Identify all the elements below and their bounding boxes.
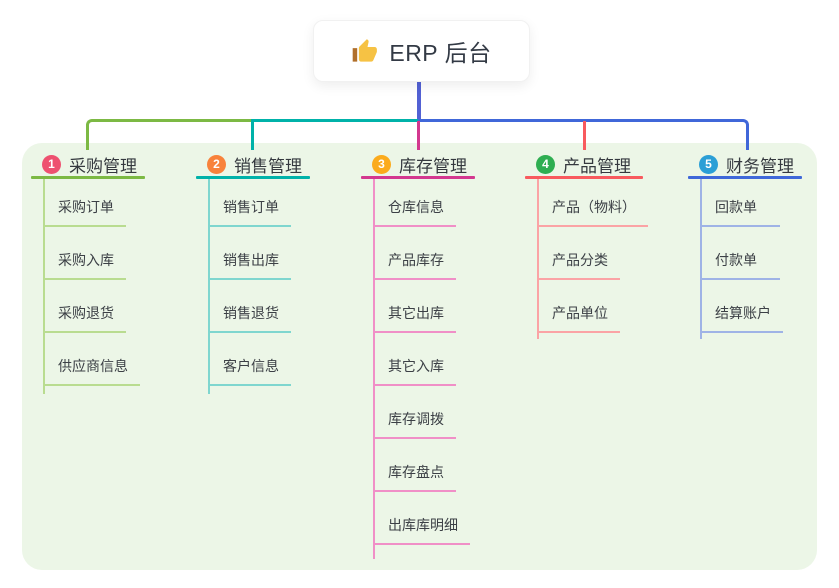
child-node[interactable]: 结算账户	[700, 280, 783, 333]
branch-title: 财务管理	[726, 156, 794, 176]
branch-number-badge: 2	[207, 154, 226, 174]
branch-header[interactable]: 2 销售管理	[196, 152, 310, 176]
branch-header[interactable]: 3 库存管理	[361, 152, 475, 176]
connector-drop-product	[583, 121, 586, 150]
children-connector-line	[373, 179, 375, 559]
child-node[interactable]: 其它入库	[373, 333, 456, 386]
connector-bus-blue	[418, 119, 749, 150]
child-node[interactable]: 采购退货	[43, 280, 126, 333]
branch-header[interactable]: 5 财务管理	[688, 152, 802, 176]
children-connector-line	[700, 179, 702, 339]
connector-bus-green	[86, 119, 253, 150]
root-node[interactable]: ERP 后台	[313, 20, 530, 82]
branch-header[interactable]: 1 采购管理	[31, 152, 145, 176]
child-node[interactable]: 产品（物料）	[537, 179, 648, 227]
branch-1: 1 采购管理采购订单采购入库采购退货供应商信息	[31, 152, 145, 394]
branch-5: 5 财务管理回款单付款单结算账户	[688, 152, 802, 339]
child-node[interactable]: 销售出库	[208, 227, 291, 280]
branch-underline	[525, 176, 643, 179]
child-node[interactable]: 回款单	[700, 179, 780, 227]
branch-children: 销售订单销售出库销售退货客户信息	[196, 179, 310, 394]
child-node[interactable]: 付款单	[700, 227, 780, 280]
branch-children: 回款单付款单结算账户	[688, 179, 802, 339]
child-node[interactable]: 库存调拨	[373, 386, 456, 439]
branch-4: 4 产品管理产品（物料）产品分类产品单位	[525, 152, 648, 339]
branch-title: 库存管理	[399, 156, 467, 176]
children-connector-line	[208, 179, 210, 394]
children-connector-line	[43, 179, 45, 394]
thumbs-up-icon	[353, 38, 378, 62]
branch-underline	[196, 176, 310, 179]
branch-underline	[688, 176, 802, 179]
child-node[interactable]: 仓库信息	[373, 179, 456, 227]
child-node[interactable]: 销售订单	[208, 179, 291, 227]
child-node[interactable]: 客户信息	[208, 333, 291, 386]
child-node[interactable]: 销售退货	[208, 280, 291, 333]
branch-children: 采购订单采购入库采购退货供应商信息	[31, 179, 145, 394]
branch-3: 3 库存管理仓库信息产品库存其它出库其它入库库存调拨库存盘点出库库明细	[361, 152, 475, 559]
children-connector-line	[537, 179, 539, 339]
child-node[interactable]: 其它出库	[373, 280, 456, 333]
branch-children: 仓库信息产品库存其它出库其它入库库存调拨库存盘点出库库明细	[361, 179, 475, 559]
branch-2: 2 销售管理销售订单销售出库销售退货客户信息	[196, 152, 310, 394]
branch-number-badge: 3	[372, 154, 391, 174]
connector-bus-teal	[251, 119, 418, 150]
branch-underline	[361, 176, 475, 179]
branch-number-badge: 4	[536, 154, 555, 174]
child-node[interactable]: 出库库明细	[373, 492, 470, 545]
branch-number-badge: 1	[42, 154, 61, 174]
branches-panel	[22, 143, 817, 570]
branch-title: 产品管理	[563, 156, 631, 176]
branch-children: 产品（物料）产品分类产品单位	[525, 179, 648, 339]
child-node[interactable]: 产品分类	[537, 227, 620, 280]
connector-drop-inventory	[417, 121, 420, 150]
child-node[interactable]: 产品库存	[373, 227, 456, 280]
child-node[interactable]: 供应商信息	[43, 333, 140, 386]
branch-number-badge: 5	[699, 154, 718, 174]
branch-title: 销售管理	[234, 156, 302, 176]
child-node[interactable]: 采购入库	[43, 227, 126, 280]
child-node[interactable]: 库存盘点	[373, 439, 456, 492]
branch-header[interactable]: 4 产品管理	[525, 152, 648, 176]
child-node[interactable]: 产品单位	[537, 280, 620, 333]
branch-title: 采购管理	[69, 156, 137, 176]
child-node[interactable]: 采购订单	[43, 179, 126, 227]
root-title: ERP 后台	[389, 40, 492, 66]
branch-underline	[31, 176, 145, 179]
root-stem-line	[417, 82, 421, 121]
